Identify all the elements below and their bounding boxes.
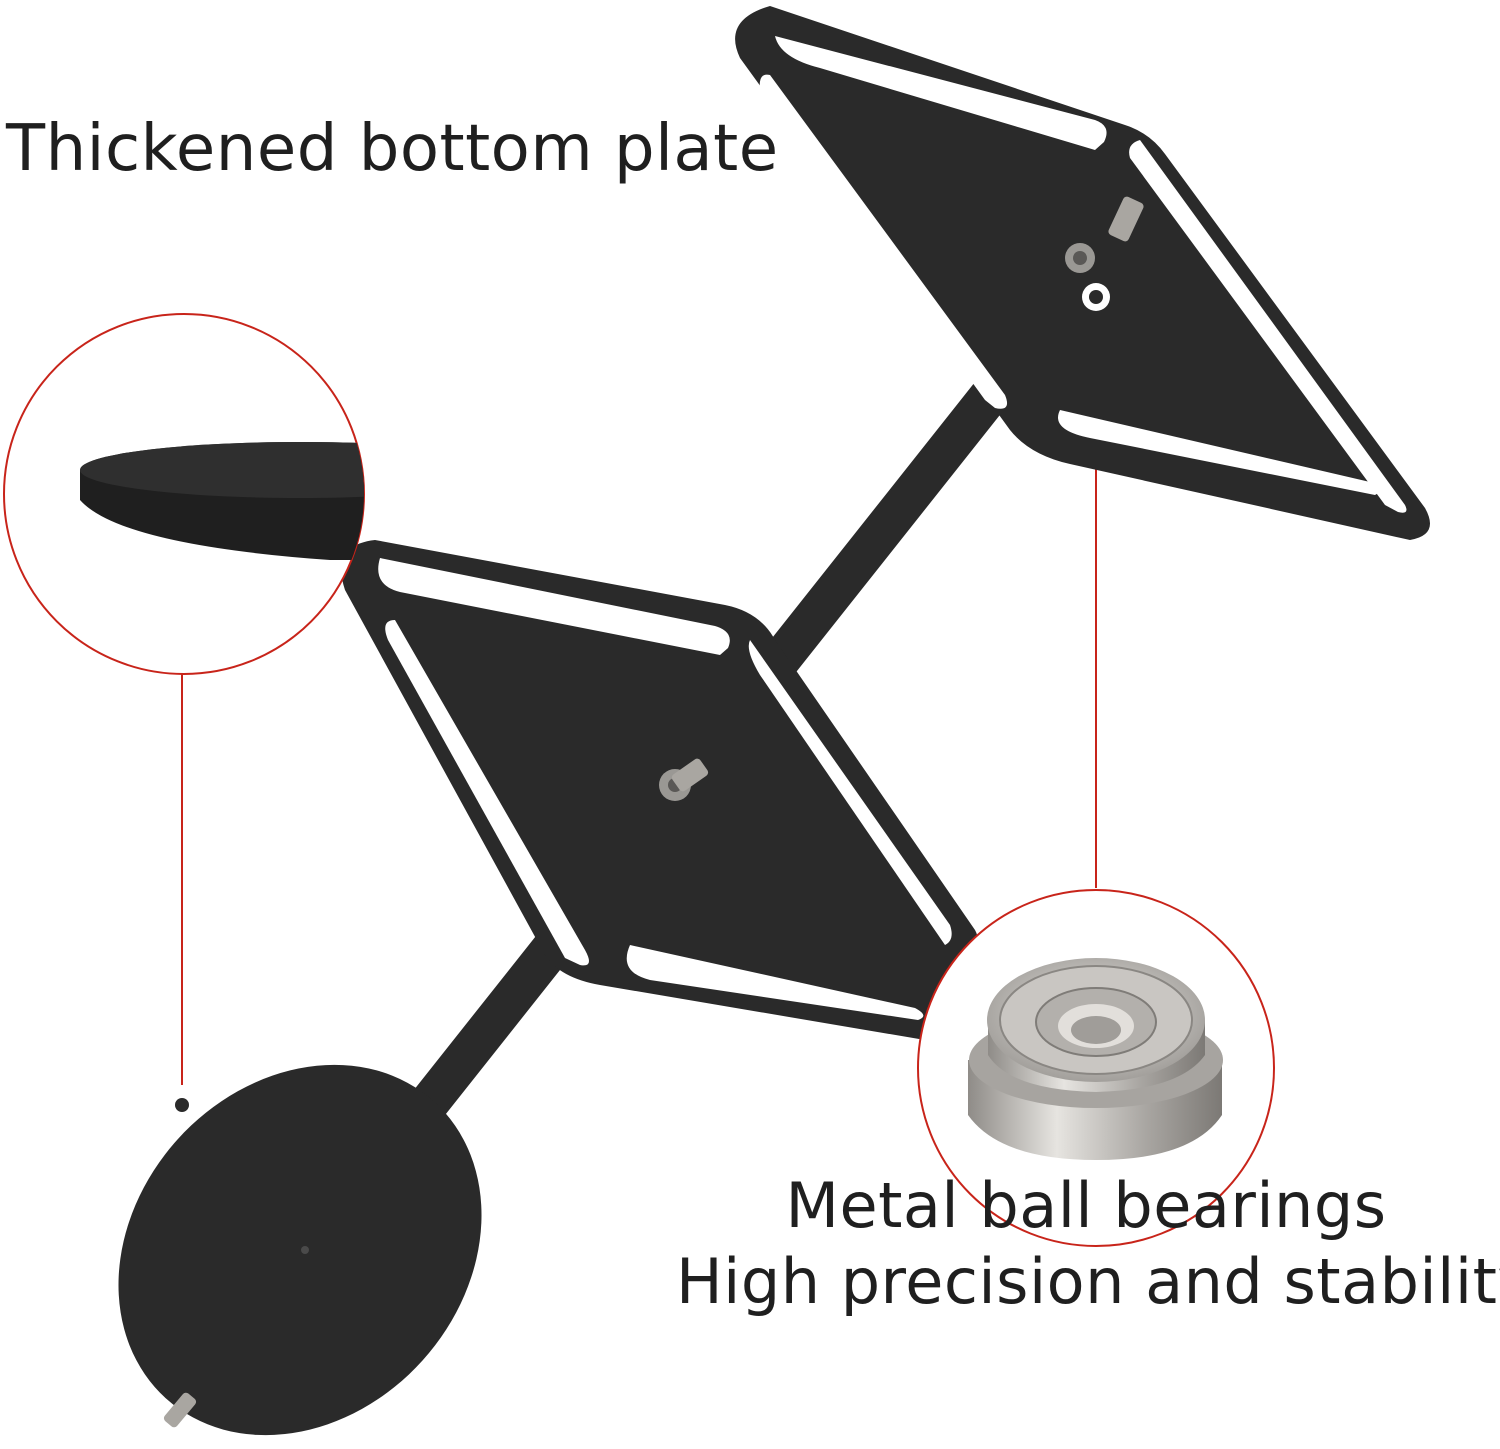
bearing-caption-line2: High precision and stability [676, 1245, 1500, 1318]
plate-caption: Thickened bottom plate [6, 112, 779, 186]
round-base-plate [118, 1064, 482, 1436]
bearing-detail-callout [917, 889, 1275, 1247]
ring-marker-icon [167, 1090, 197, 1120]
middle-square-plate [341, 540, 978, 1040]
bearing-caption: Metal ball bearings High precision and s… [676, 1168, 1500, 1320]
ring-marker-icon [1082, 283, 1110, 311]
ball-bearing-icon [968, 958, 1223, 1160]
plate-detail-callout [3, 313, 365, 675]
top-square-plate [735, 6, 1430, 540]
bearing-caption-line1: Metal ball bearings [785, 1169, 1387, 1242]
